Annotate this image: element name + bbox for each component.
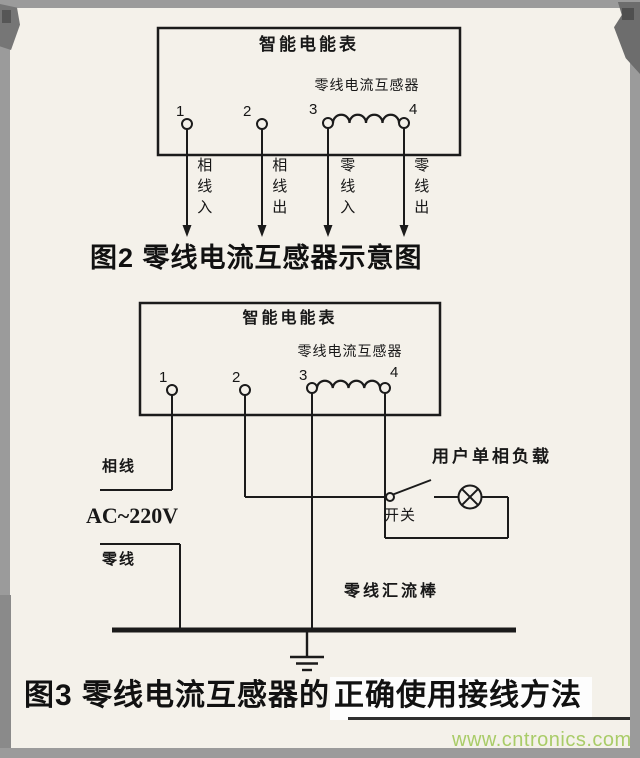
figure2-meter-label: 智能电能表 [259, 35, 359, 54]
figure2-terminal-number-3: 3 [309, 101, 318, 118]
figure3-load-label: 用户单相负载 [432, 447, 552, 466]
terminal-2 [257, 119, 267, 129]
figure2-caption: 图2 零线电流互感器示意图 [90, 243, 423, 273]
switch-pivot [386, 493, 394, 501]
figure2-wire-label-neutral-out: 零线出 [412, 157, 430, 220]
figure2-wire-label-neutral-in: 零线入 [338, 157, 356, 220]
figure3-neutral-label: 零线 [102, 551, 137, 568]
figure3-busbar-label: 零线汇流棒 [344, 583, 440, 600]
meter-box [158, 28, 460, 155]
terminal-3 [323, 118, 333, 128]
figure3-caption-part1: 图3 零线电流互感器的 [24, 679, 331, 712]
figure3-terminal-number-4: 4 [390, 364, 399, 381]
figure3-transformer-label: 零线电流互感器 [297, 343, 403, 359]
meter-box [140, 303, 440, 415]
figure3-terminal-number-1: 1 [159, 369, 168, 386]
figure3-terminal-number-2: 2 [232, 369, 241, 386]
figure2-terminal-number-2: 2 [243, 103, 252, 120]
arrowheads [182, 225, 409, 237]
terminal-1 [182, 119, 192, 129]
figure2-wire-label-phase-in: 相线入 [195, 157, 213, 220]
paper-background [10, 8, 630, 748]
terminal-1 [167, 385, 177, 395]
figure3-meter-label: 智能电能表 [242, 310, 338, 327]
figure3-diagram [100, 303, 516, 670]
terminal-3 [307, 383, 317, 393]
ct-coil [333, 115, 399, 123]
figure3-switch-label: 开关 [384, 507, 417, 524]
terminal-2 [240, 385, 250, 395]
figure2-wire-label-phase-out: 相线出 [270, 157, 288, 220]
figure2-terminal-number-1: 1 [176, 103, 185, 120]
figure3-phase-label: 相线 [102, 458, 137, 475]
figure3-terminal-number-3: 3 [299, 367, 308, 384]
frame-edge-bottom-left [0, 595, 11, 748]
torn-paper-notch-top-left [2, 10, 11, 23]
figure3-voltage-label: AC~220V [86, 503, 179, 528]
ground-symbol [290, 633, 324, 671]
switch-blade [393, 480, 431, 495]
terminal-4 [380, 383, 390, 393]
figure3-caption: 图3 零线电流互感器的正确使用接线方法 [24, 677, 593, 720]
watermark-text: www.cntronics.com [452, 729, 632, 751]
torn-paper-notch-top-right [622, 8, 634, 20]
figure3-caption-part2: 正确使用接线方法 [330, 677, 593, 720]
figure2-transformer-label: 零线电流互感器 [314, 77, 420, 93]
ct-coil [317, 381, 380, 388]
caption-underline-artifact [348, 717, 630, 720]
terminal-4 [399, 118, 409, 128]
lamp-symbol [459, 486, 482, 509]
figure2-diagram [158, 28, 460, 237]
figure2-terminal-number-4: 4 [409, 101, 418, 118]
